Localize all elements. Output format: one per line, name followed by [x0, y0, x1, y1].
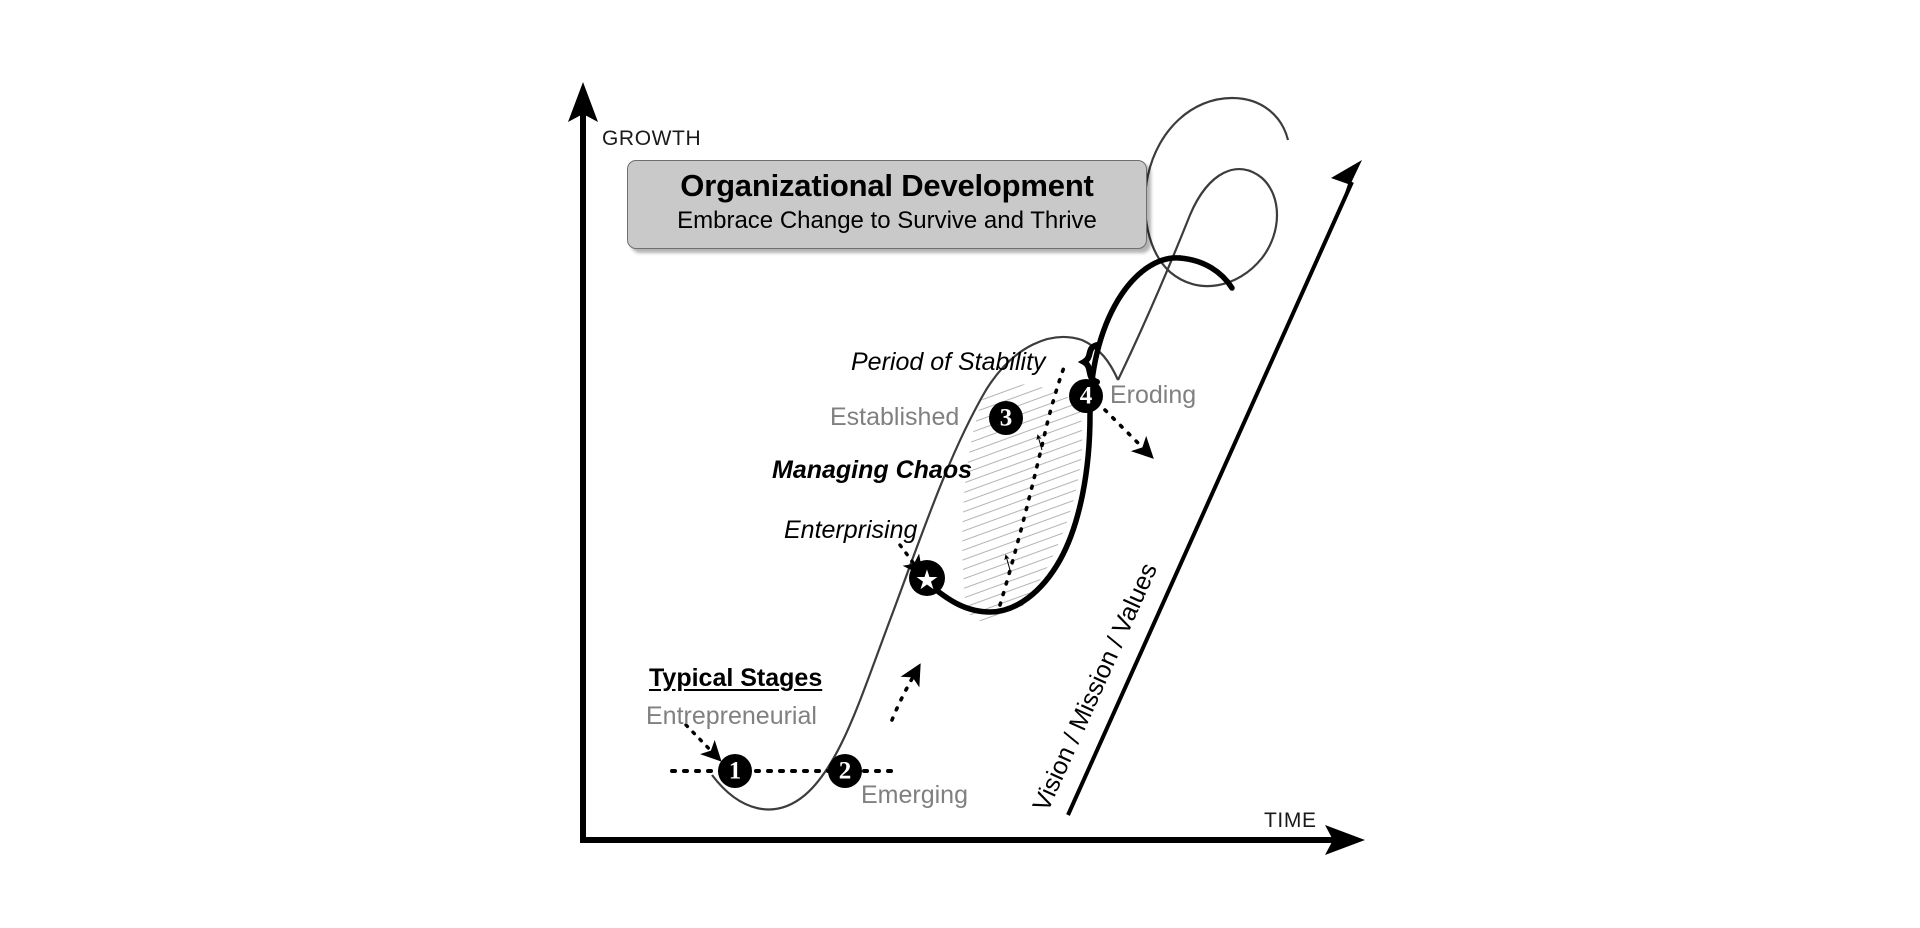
stage-marker-1-number: 1 [729, 758, 742, 785]
stage-markers: 1 2 3 4 ★ [718, 379, 1103, 788]
y-axis-arrowhead [568, 82, 598, 122]
emerging-growth-dotted-arrow [890, 663, 921, 722]
page-title: Organizational Development [680, 168, 1094, 203]
period-of-stability-brace [1077, 342, 1100, 385]
page-subtitle: Embrace Change to Survive and Thrive [677, 206, 1097, 234]
title-callout-box: Organizational Development Embrace Chang… [627, 160, 1147, 249]
stage-marker-2[interactable]: 2 [828, 754, 862, 788]
managing-chaos-zone [962, 384, 1083, 623]
x-axis-label: TIME [1264, 809, 1317, 832]
stage-label-enterprising: Enterprising [784, 516, 918, 544]
y-axis-label: GROWTH [602, 127, 702, 150]
stage-marker-star[interactable]: ★ [909, 560, 945, 596]
stage-label-emerging: Emerging [861, 781, 968, 809]
primary-s-curve [927, 255, 1235, 615]
annotation-period-of-stability: Period of Stability [851, 348, 1046, 376]
x-axis-arrowhead [1325, 825, 1365, 855]
vision-mission-values-arrow [1066, 160, 1362, 816]
stage-marker-1[interactable]: 1 [718, 754, 752, 788]
stage-marker-3-number: 3 [1000, 405, 1013, 432]
typical-stages-heading: Typical Stages [649, 664, 823, 692]
callout-leaders [684, 408, 1154, 762]
chaos-dotted-path [998, 360, 1068, 607]
stage-label-established: Established [830, 403, 960, 431]
axis-group [568, 82, 1365, 855]
stage-marker-4-number: 4 [1080, 383, 1093, 410]
renewal-s-curves [711, 96, 1290, 811]
star-icon: ★ [915, 565, 939, 595]
stage-marker-4[interactable]: 4 [1069, 379, 1103, 413]
annotation-managing-chaos: Managing Chaos [772, 456, 973, 484]
stage-marker-2-number: 2 [839, 758, 852, 785]
stage-marker-3[interactable]: 3 [989, 401, 1023, 435]
stage-label-eroding: Eroding [1110, 381, 1197, 409]
stage-label-entrepreneurial: Entrepreneurial [646, 702, 817, 730]
